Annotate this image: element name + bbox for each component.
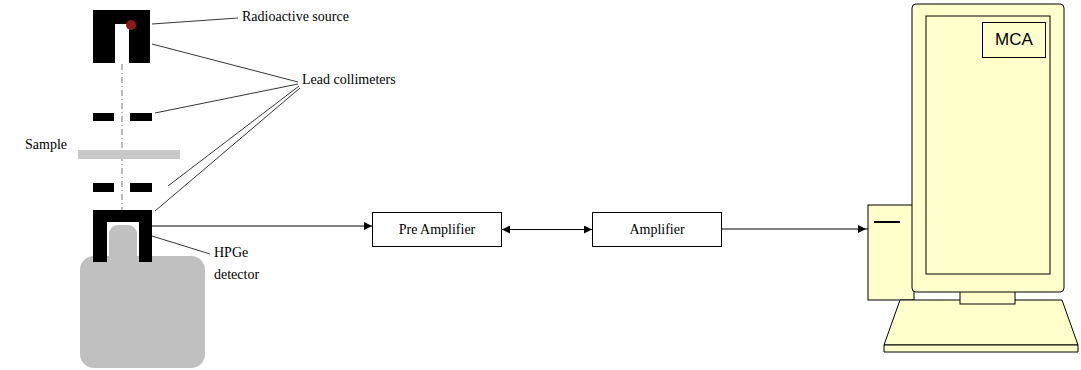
sample-plate xyxy=(78,150,180,159)
leader-line xyxy=(155,88,300,211)
monitor-frame xyxy=(912,4,1064,292)
box-label: Amplifier xyxy=(629,222,684,238)
computer-tower xyxy=(868,205,914,300)
collimator-bar xyxy=(130,183,152,192)
collimator-bar xyxy=(130,113,152,121)
collimator-bar xyxy=(93,183,114,192)
leader-line xyxy=(152,44,298,82)
leader-line xyxy=(152,18,238,24)
detector-crystal xyxy=(109,225,137,283)
part-label: Lead collimeters xyxy=(302,72,396,88)
keyboard xyxy=(884,300,1078,345)
detector-body xyxy=(80,256,205,368)
detector-node: HPGe detector xyxy=(93,210,152,262)
signal-arrow xyxy=(152,226,372,227)
beam-line xyxy=(122,64,123,210)
box-label: MCA xyxy=(995,30,1033,50)
keyboard-front xyxy=(884,345,1078,352)
leader-line xyxy=(152,236,210,254)
monitor-screen xyxy=(926,16,1050,274)
process-box: Amplifier xyxy=(592,212,722,247)
signal-arrow xyxy=(502,229,592,230)
collimator-bar xyxy=(93,113,114,121)
process-box: Pre Amplifier xyxy=(372,212,502,247)
leader-line xyxy=(155,84,298,113)
part-label: Radioactive source xyxy=(242,9,349,25)
detector-label: HPGe detector xyxy=(214,242,276,286)
tower-slot xyxy=(874,221,900,223)
mca-box: MCA xyxy=(982,22,1046,58)
source-shield xyxy=(93,10,150,63)
part-label: Sample xyxy=(25,137,67,153)
leader-line xyxy=(168,86,299,186)
source-dot xyxy=(126,20,136,30)
box-label: Pre Amplifier xyxy=(399,222,476,238)
